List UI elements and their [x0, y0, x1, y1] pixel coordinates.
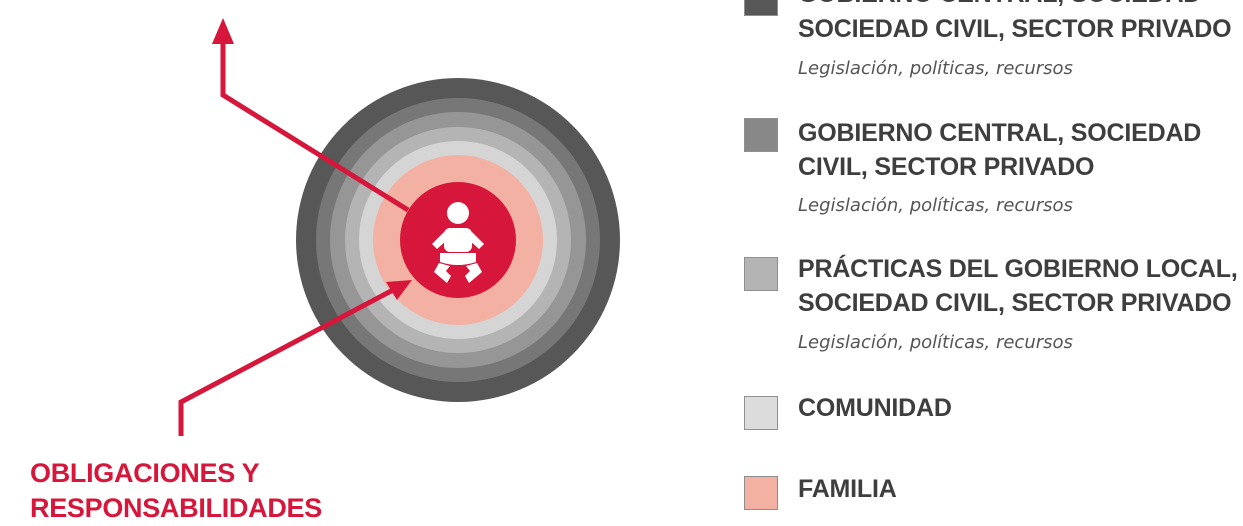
legend-subtitle: Legislación, políticas, recursos	[798, 58, 1073, 79]
legend-title-line: PRÁCTICAS DEL GOBIERNO LOCAL,	[798, 255, 1238, 283]
legend-subtitle: Legislación, políticas, recursos	[798, 195, 1073, 216]
legend-swatch	[744, 476, 778, 510]
obligations-caption: OBLIGACIONES Y RESPONSABILIDADES	[30, 456, 322, 526]
legend-swatch	[744, 0, 778, 16]
legend-swatch	[744, 257, 778, 291]
arrow-up-line	[220, 40, 410, 213]
arrow-in-head	[386, 280, 412, 300]
caption-line-2: RESPONSABILIDADES	[30, 493, 322, 523]
arrow-in-line	[178, 287, 395, 436]
caption-line-1: OBLIGACIONES Y	[30, 458, 260, 488]
legend-title-line: SOCIEDAD CIVIL, SECTOR PRIVADO	[798, 15, 1232, 43]
legend-swatch	[744, 118, 778, 152]
arrow-up-head	[212, 18, 234, 44]
legend-subtitle: Legislación, políticas, recursos	[798, 332, 1073, 353]
legend-title-line: GOBIERNO CENTRAL, SOCIEDAD	[798, 0, 1201, 12]
legend-title-line: FAMILIA	[798, 475, 897, 503]
legend-title-line: CIVIL, SECTOR PRIVADO	[798, 153, 1095, 181]
legend-title-line: GOBIERNO CENTRAL, SOCIEDAD	[798, 119, 1202, 147]
legend-title-line: SOCIEDAD CIVIL, SECTOR PRIVADO	[798, 289, 1232, 317]
baby-icon	[432, 202, 484, 283]
legend-title-line: COMUNIDAD	[798, 394, 952, 422]
legend-swatch	[744, 396, 778, 430]
